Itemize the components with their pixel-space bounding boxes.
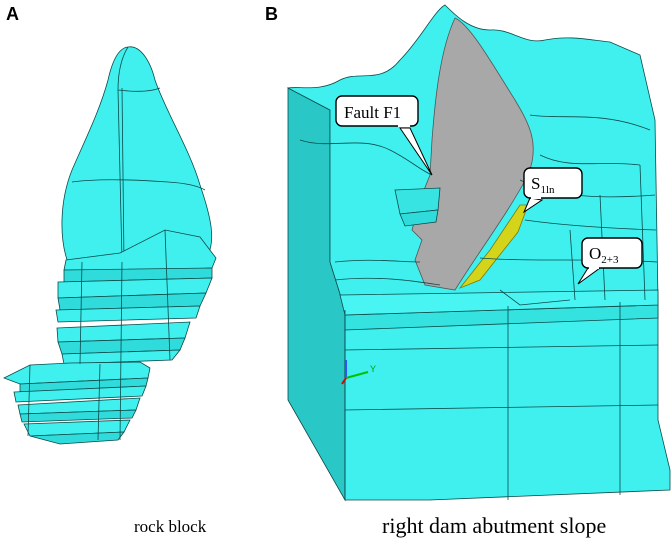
callout-s1ln-base: S	[531, 174, 540, 193]
panel-label-a: A	[6, 4, 19, 24]
caption-rock-block: rock block	[134, 517, 207, 536]
axis-y-label: Y	[370, 364, 376, 374]
fault-f1-plane	[411, 17, 534, 291]
svg-text:O2+3: O2+3	[589, 244, 619, 266]
callout-o23-sub: 2+3	[601, 254, 619, 266]
abutment-slope-model	[286, 4, 671, 502]
rock-block-model	[3, 46, 217, 445]
callout-fault-f1: Fault F1	[335, 95, 433, 176]
callout-o23: O2+3	[577, 237, 643, 285]
caption-abutment-slope: right dam abutment slope	[382, 513, 607, 538]
axis-triad: Y	[341, 360, 376, 385]
slope-front-face	[344, 299, 671, 501]
panel-label-b: B	[265, 4, 278, 24]
callout-fault-f1-text: Fault F1	[344, 103, 401, 122]
callout-s1ln-sub: 1ln	[540, 184, 555, 196]
callout-o23-base: O	[589, 244, 601, 263]
callout-s1ln: S1ln	[522, 167, 583, 214]
svg-text:S1ln: S1ln	[531, 174, 555, 196]
